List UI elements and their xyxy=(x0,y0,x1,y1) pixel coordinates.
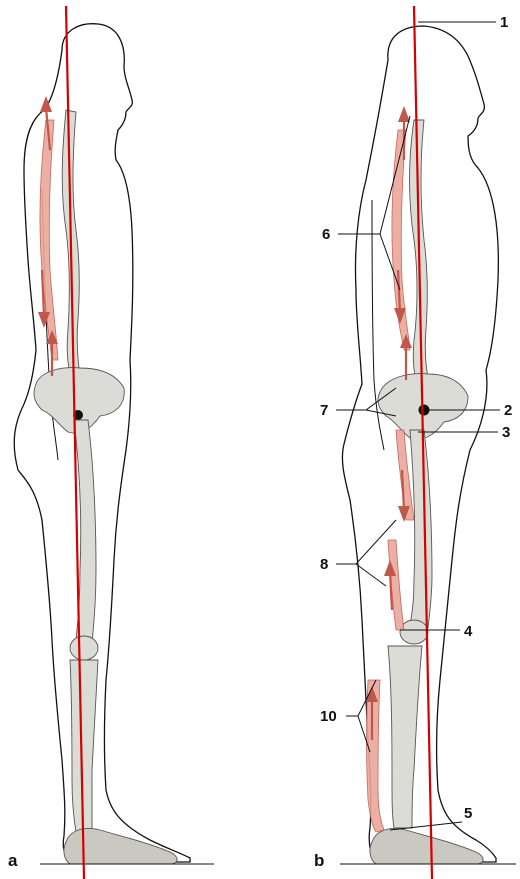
callout-8: 8 xyxy=(320,556,328,573)
callout-7: 7 xyxy=(320,402,328,419)
panel-a: a xyxy=(8,6,214,879)
panel-b: 1 2 3 4 5 6 7 8 10 b xyxy=(314,6,516,879)
knee-b xyxy=(400,620,428,644)
callout-5: 5 xyxy=(464,805,472,822)
hip-joint-marker-b xyxy=(419,405,430,416)
callout-6: 6 xyxy=(322,226,330,243)
panel-label-a: a xyxy=(8,851,18,870)
callout-10: 10 xyxy=(320,708,337,725)
knee-a xyxy=(70,636,98,660)
callout-2: 2 xyxy=(504,402,512,419)
callout-4: 4 xyxy=(464,623,473,640)
panel-label-b: b xyxy=(314,851,324,870)
callout-1: 1 xyxy=(500,14,508,31)
callout-3: 3 xyxy=(502,424,510,441)
body-outline-a xyxy=(14,24,190,862)
